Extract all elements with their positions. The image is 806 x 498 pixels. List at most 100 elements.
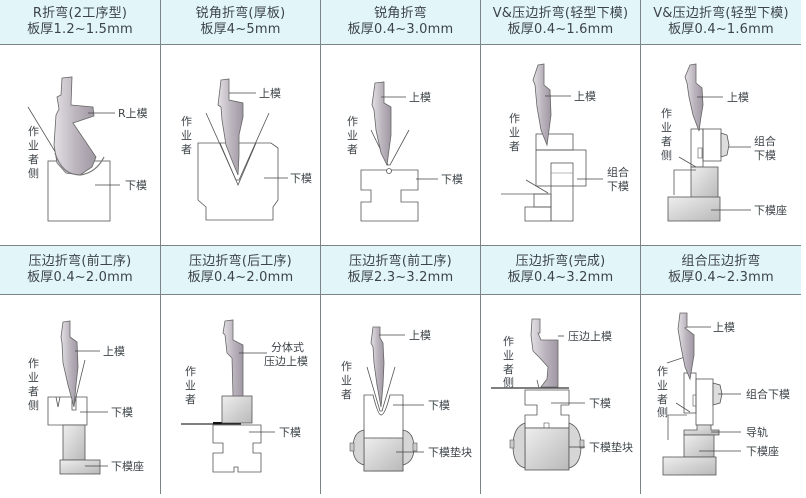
operator-side-char: 者: [509, 140, 520, 153]
v-hem-light-1-drawing: 上模 组合 下模 作 业 者: [501, 63, 629, 222]
title: 压边折弯(后工序): [189, 254, 292, 269]
label-lower-die: 下模: [125, 179, 147, 192]
guide-rail-shape: [683, 424, 720, 436]
operator-side-char: 业: [503, 349, 514, 362]
label-lower-die: 下模: [589, 397, 611, 410]
label-upper-die: 上模: [727, 91, 749, 104]
title: 锐角折弯(厚板): [195, 6, 286, 21]
title: 压边折弯(前工序): [28, 254, 132, 269]
operator-side-char: 作: [185, 365, 196, 378]
operator-side-char: 者: [28, 385, 39, 398]
header-acute-thick: 锐角折弯(厚板) 板厚4~5mm: [161, 0, 321, 45]
operator-side-char: 作: [181, 115, 192, 128]
label-combined-lower-die: 组合下模: [746, 387, 790, 401]
operator-side-char: 侧: [28, 399, 39, 412]
lower-die-pad-shape: [363, 437, 404, 472]
thickness: 板厚1.2~1.5mm: [27, 22, 133, 37]
thickness: 板厚0.4~1.6mm: [507, 22, 614, 37]
label-lower-die-base: 下模座: [754, 203, 787, 217]
acute-drawing: 上模 下模 作 业 者: [347, 81, 463, 222]
thickness: 板厚0.4~2.0mm: [27, 270, 133, 285]
hem-post-drawing: 分体式 压边上模 下模 作 业 者: [181, 319, 308, 473]
thickness: 板厚0.4~3.0mm: [347, 22, 454, 37]
operator-side-char: 作: [28, 125, 39, 138]
lower-die-pad-shape: [524, 427, 570, 471]
combined-lower-die-shape: [695, 378, 714, 426]
operator-side-char: 作: [509, 112, 520, 125]
label-lower-die: 下模: [441, 173, 463, 186]
label-r-upper-die: R上模: [118, 107, 148, 120]
operator-side-char: 者: [503, 363, 514, 376]
label-guide-rail: 导轨: [746, 425, 768, 439]
label-upper-die: 上模: [713, 321, 735, 334]
label-upper-die: 上模: [574, 90, 596, 103]
diagram-hem-pre-thick: 上模 下模 下模垫块 作 业 者: [321, 295, 481, 494]
label-split-type: 分体式: [271, 340, 304, 354]
hem-upper-die-shape: [530, 318, 559, 388]
operator-side-label: 作 业 者 侧: [28, 357, 39, 412]
v-hem-light-2-drawing: 上模 组合 下模 下模座 作 业 者 侧: [661, 63, 787, 222]
operator-side-label: 作 业 者: [347, 115, 358, 156]
hem-pre-thick-drawing: 上模 下模 下模垫块 作 业 者: [341, 326, 472, 472]
label-lower-die: 下模: [607, 180, 629, 193]
operator-side-char: 作: [657, 365, 668, 378]
operator-side-char: 者: [28, 153, 39, 166]
lower-die-shape: [47, 396, 88, 426]
operator-side-char: 业: [28, 371, 39, 384]
thickness: 板厚2.3~3.2mm: [347, 270, 454, 285]
label-lower-die-base: 下模座: [111, 459, 144, 473]
operator-side-char: 业: [661, 121, 672, 134]
lower-die-shape: [360, 169, 419, 222]
diagram-hem-post: 分体式 压边上模 下模 作 业 者: [161, 295, 321, 494]
sheet-line: [366, 366, 396, 412]
split-hem-upper-die-shape: [222, 319, 244, 397]
label-lower-die: 下模: [279, 426, 301, 439]
diagram-hem-complete: 压边上模 下模 下模垫块 作 业 者 侧: [481, 295, 641, 494]
operator-side-char: 业: [28, 139, 39, 152]
label-lower-die: 下模: [754, 149, 776, 162]
label-lower-die: 下模: [111, 406, 133, 419]
operator-side-label: 作 业 者: [341, 360, 352, 401]
sheet-line: [73, 359, 86, 406]
sheet-line: [205, 112, 270, 181]
title: V&压边折弯(轻型下模): [492, 6, 629, 21]
upper-die-shape: [532, 63, 552, 147]
operator-side-char: 作: [28, 357, 39, 370]
label-lower-die-pad: 下模垫块: [589, 440, 633, 454]
thickness: 板厚0.4~1.6mm: [668, 22, 774, 37]
label-upper-die: 上模: [103, 345, 125, 358]
r-bending-drawing: R上模 下模 作 业 者 侧: [27, 76, 148, 222]
label-combined: 组合: [754, 134, 776, 148]
thickness: 板厚4~5mm: [200, 22, 281, 37]
lower-die-shape: [212, 424, 262, 473]
label-upper-die: 上模: [259, 87, 281, 100]
lower-die-block: [62, 424, 86, 461]
operator-side-char: 者: [347, 143, 358, 156]
operator-side-char: 者: [341, 388, 352, 401]
operator-side-label: 作 业 者: [181, 115, 192, 156]
operator-side-char: 者: [661, 135, 672, 148]
thickness: 板厚0.4~2.3mm: [668, 270, 774, 285]
operator-side-char: 作: [661, 107, 672, 120]
operator-side-char: 业: [347, 129, 358, 142]
hem-complete-drawing: 压边上模 下模 下模垫块 作 业 者 侧: [491, 318, 633, 471]
upper-die-shape: [370, 326, 385, 408]
diagram-r-bending: R上模 下模 作 业 者 侧: [0, 45, 161, 245]
operator-side-char: 作: [347, 115, 358, 128]
label-lower-die: 下模: [290, 172, 312, 185]
header-v-hem-light-2: V&压边折弯(轻型下模) 板厚0.4~1.6mm: [641, 0, 801, 45]
thickness: 板厚0.4~3.2mm: [507, 270, 614, 285]
operator-side-char: 业: [509, 126, 520, 139]
label-hem-upper-die: 压边上模: [568, 330, 612, 343]
upper-die-shape: [677, 312, 695, 381]
header-hem-pre-thick: 压边折弯(前工序) 板厚2.3~3.2mm: [321, 245, 481, 295]
operator-side-char: 者: [185, 393, 196, 406]
r-upper-die-shape: [53, 76, 97, 176]
label-upper-die: 上模: [409, 91, 431, 104]
lower-die-base-shape: [59, 459, 101, 475]
operator-side-label: 作 业 者: [185, 365, 196, 406]
operator-side-char: 业: [185, 379, 196, 392]
title: R折弯(2工序型): [32, 6, 128, 21]
label-lower-die-pad: 下模垫块: [428, 445, 472, 459]
